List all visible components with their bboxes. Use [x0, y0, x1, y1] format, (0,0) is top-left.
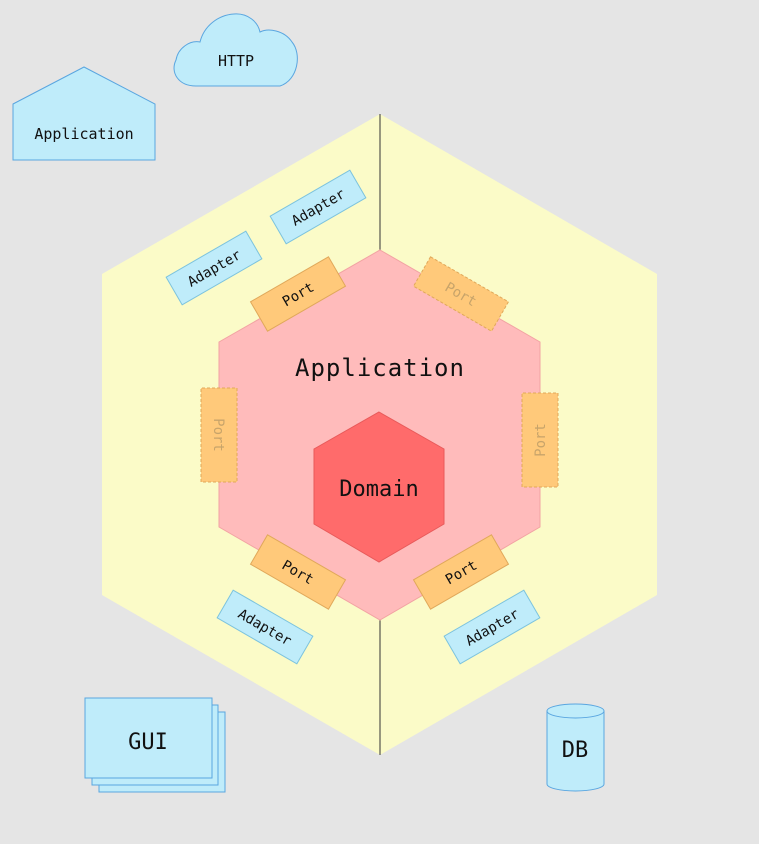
external-db-cylinder: DB — [546, 703, 605, 792]
port-top-left: Port — [249, 256, 347, 332]
port-bottom-left: Port — [249, 534, 347, 610]
port-label: Port — [210, 418, 226, 452]
application-label: Application — [295, 354, 465, 382]
external-application-label: Application — [34, 125, 133, 143]
port-bottom-right: Port — [412, 534, 510, 610]
port-right: Port — [521, 392, 559, 488]
domain-label: Domain — [339, 477, 418, 502]
external-db-label: DB — [562, 738, 589, 763]
external-gui-label: GUI — [128, 730, 168, 755]
external-gui-documents: GUI — [84, 697, 226, 793]
external-http-label: HTTP — [218, 52, 254, 70]
domain-hexagon — [313, 411, 445, 563]
external-http-cloud: HTTP — [173, 13, 298, 87]
external-application-house: Application — [12, 66, 156, 161]
cloud-icon — [173, 13, 298, 87]
port-label: Port — [533, 423, 549, 457]
port-left: Port — [200, 387, 238, 483]
